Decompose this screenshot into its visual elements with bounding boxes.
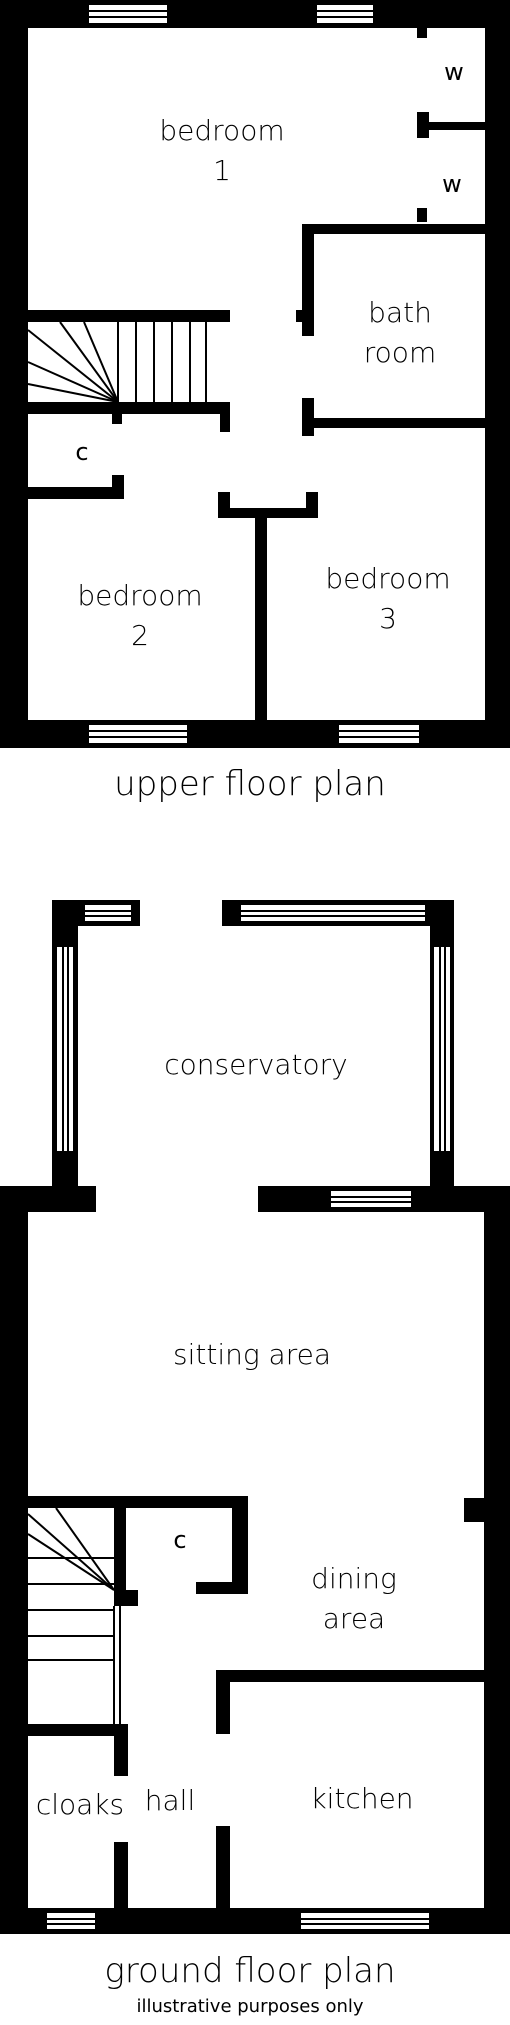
cupboard-wall bbox=[232, 1496, 248, 1592]
cupboard-label: c bbox=[75, 438, 88, 466]
room-label-kitchen: kitchen bbox=[310, 1782, 413, 1815]
room-label-cloaks: cloaks bbox=[36, 1788, 124, 1821]
cloaks-right-wall-lower bbox=[114, 1842, 128, 1908]
stair-top-wall bbox=[28, 310, 230, 322]
kitchen-left-wall-lower bbox=[216, 1826, 230, 1908]
stair-top-wall bbox=[28, 1496, 248, 1508]
wardrobe-divider bbox=[417, 122, 485, 130]
kitchen-top-wall bbox=[216, 1670, 484, 1682]
stair-right-wall bbox=[114, 1496, 126, 1606]
bedroom-divider-wall bbox=[255, 508, 267, 720]
window bbox=[55, 945, 75, 1153]
room-label-bedroom-1: bedroom bbox=[159, 114, 284, 147]
upper-left-wall bbox=[0, 0, 28, 748]
window bbox=[299, 1911, 431, 1931]
kitchen-left-wall bbox=[216, 1670, 230, 1734]
window bbox=[315, 3, 375, 25]
wardrobe-label: w bbox=[442, 170, 462, 198]
room-label-sitting-area: sitting area bbox=[173, 1338, 331, 1371]
wall-stub bbox=[464, 1498, 484, 1522]
wardrobe-stub bbox=[417, 22, 427, 38]
wall-stub bbox=[306, 492, 318, 518]
cupboard-wall bbox=[28, 487, 124, 499]
house-left-wall bbox=[0, 1186, 28, 1926]
cloaks-top-wall bbox=[28, 1724, 128, 1736]
upper-bottom-wall bbox=[0, 720, 510, 748]
cupboard-label: c bbox=[173, 1526, 186, 1554]
window bbox=[337, 723, 421, 745]
window bbox=[239, 903, 427, 923]
room-label-bathroom: bath bbox=[368, 296, 432, 329]
room-label-conservatory: conservatory bbox=[164, 1048, 348, 1081]
wall-stub bbox=[112, 402, 122, 424]
window bbox=[432, 945, 452, 1153]
room-label-bathroom-2: room bbox=[364, 336, 436, 369]
house-right-wall bbox=[484, 1186, 510, 1926]
room-label-bedroom-3: bedroom bbox=[325, 562, 450, 595]
wardrobe-stub bbox=[417, 208, 427, 222]
room-label-bedroom-2: bedroom bbox=[77, 579, 202, 612]
window bbox=[329, 1189, 413, 1209]
upper-floor-plan: bedroom 1 w w bath room c bedroom 2 bedr… bbox=[0, 0, 510, 804]
cloaks-right-wall bbox=[114, 1724, 128, 1776]
bathroom-left-wall bbox=[302, 224, 314, 336]
window bbox=[83, 903, 133, 923]
staircase-upper bbox=[27, 321, 207, 403]
wall-stub bbox=[112, 475, 124, 499]
disclaimer-note: illustrative purposes only bbox=[136, 1996, 363, 2017]
wall-stub bbox=[196, 1582, 248, 1594]
bathroom-bottom-wall bbox=[302, 418, 485, 428]
upper-floor-caption: upper floor plan bbox=[114, 764, 386, 804]
room-label-dining-area-2: area bbox=[323, 1602, 385, 1635]
room-label-hall: hall bbox=[145, 1784, 195, 1817]
wall-stub bbox=[220, 402, 230, 432]
bathroom-left-wall-lower bbox=[302, 398, 314, 436]
upper-right-wall bbox=[485, 0, 510, 748]
room-label-bedroom-3-number: 3 bbox=[379, 602, 397, 635]
room-label-bedroom-2-number: 2 bbox=[131, 619, 149, 652]
stair-bottom-wall bbox=[28, 402, 230, 414]
wall-stub bbox=[114, 1590, 138, 1606]
upper-top-wall bbox=[0, 0, 510, 28]
room-label-bedroom-1-number: 1 bbox=[213, 154, 231, 187]
room-label-dining-area: dining bbox=[311, 1562, 397, 1595]
ground-floor-plan: conservatory sitting area c dining area … bbox=[0, 900, 510, 2017]
wardrobe-label: w bbox=[444, 58, 464, 86]
bathroom-top-wall bbox=[302, 224, 485, 234]
ground-floor-caption: ground floor plan bbox=[104, 1951, 395, 1991]
window bbox=[45, 1911, 97, 1931]
staircase-ground bbox=[27, 1507, 121, 1730]
window bbox=[87, 3, 169, 25]
wall-stub bbox=[296, 310, 314, 322]
window bbox=[87, 723, 189, 745]
